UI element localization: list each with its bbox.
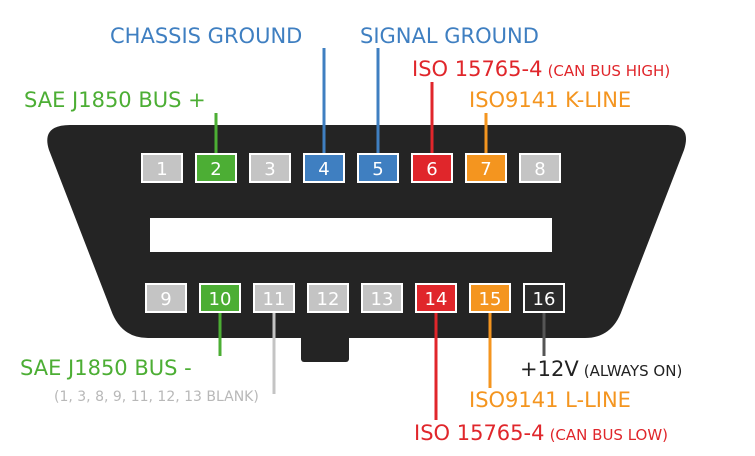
pin-13-number: 13: [371, 289, 394, 310]
pin-10-box: [199, 283, 241, 313]
pin-3-box: [249, 153, 291, 183]
pin-6-number: 6: [426, 159, 437, 180]
pin-16-number: 16: [533, 289, 556, 310]
pin-13: 13: [361, 283, 403, 313]
pin-2-box: [195, 153, 237, 183]
pin-4-box: [303, 153, 345, 183]
label-chassis-ground: CHASSIS GROUND: [110, 24, 303, 48]
connector-tab: [301, 330, 349, 362]
pin-12: 12: [307, 283, 349, 313]
pin-9: 9: [145, 283, 187, 313]
label-iso15765-high-note: (CAN BUS HIGH): [547, 62, 671, 80]
label-iso15765-low-text: ISO 15765-4: [414, 421, 545, 445]
pin-13-box: [361, 283, 403, 313]
pin-15-number: 15: [479, 289, 502, 310]
pin-10-number: 10: [209, 289, 232, 310]
pin-2: 2: [195, 153, 237, 183]
pin-5: 5: [357, 153, 399, 183]
pin-12-number: 12: [317, 289, 340, 310]
pin-4: 4: [303, 153, 345, 183]
pin-11-box: [253, 283, 295, 313]
pin-9-number: 9: [160, 289, 171, 310]
pin-7-box: [465, 153, 507, 183]
pin-3-number: 3: [264, 159, 275, 180]
pin-3: 3: [249, 153, 291, 183]
label-iso9141-l-line: ISO9141 L-LINE: [469, 388, 631, 412]
label-sae-bus-plus: SAE J1850 BUS +: [24, 88, 206, 112]
pin-16: 16: [523, 283, 565, 313]
pin-7-number: 7: [480, 159, 491, 180]
pin-14-number: 14: [425, 289, 448, 310]
pin-8: 8: [519, 153, 561, 183]
pin-8-box: [519, 153, 561, 183]
pin-row-bottom: 9 10 11 12 13 14 15 16: [145, 283, 565, 313]
pin-15: 15: [469, 283, 511, 313]
pin-1-number: 1: [156, 159, 167, 180]
pin-5-box: [357, 153, 399, 183]
pin-14-box: [415, 283, 457, 313]
pin-row-top: 1 2 3 4 5 6 7 8: [141, 153, 561, 183]
pin-15-box: [469, 283, 511, 313]
pin-8-number: 8: [534, 159, 545, 180]
label-iso9141-k-line: ISO9141 K-LINE: [469, 88, 632, 112]
pin-12-box: [307, 283, 349, 313]
lead-lines: [214, 48, 546, 420]
pin-6: 6: [411, 153, 453, 183]
connector-slot: [150, 218, 552, 252]
pin-16-box: [523, 283, 565, 313]
label-iso15765-high: ISO 15765-4 (CAN BUS HIGH): [412, 57, 670, 81]
pin-10: 10: [199, 283, 241, 313]
pin-9-box: [145, 283, 187, 313]
pin-11-number: 11: [263, 289, 286, 310]
pin-2-number: 2: [210, 159, 221, 180]
pin-1-box: [141, 153, 183, 183]
label-iso15765-low: ISO 15765-4 (CAN BUS LOW): [414, 421, 668, 445]
pin-6-box: [411, 153, 453, 183]
label-power-note: (ALWAYS ON): [583, 362, 683, 380]
pin-14: 14: [415, 283, 457, 313]
label-iso15765-low-note: (CAN BUS LOW): [549, 426, 669, 444]
pin-4-number: 4: [318, 159, 329, 180]
pin-5-number: 5: [372, 159, 383, 180]
pin-1: 1: [141, 153, 183, 183]
pin-7: 7: [465, 153, 507, 183]
label-power-text: +12V: [520, 357, 579, 381]
label-blank-pins-note: (1, 3, 8, 9, 11, 12, 13 BLANK): [54, 389, 259, 405]
pin-11: 11: [253, 283, 295, 313]
label-power: +12V (ALWAYS ON): [520, 357, 682, 381]
label-iso15765-high-text: ISO 15765-4: [412, 57, 543, 81]
label-sae-bus-minus: SAE J1850 BUS -: [20, 356, 192, 380]
label-signal-ground: SIGNAL GROUND: [360, 24, 539, 48]
